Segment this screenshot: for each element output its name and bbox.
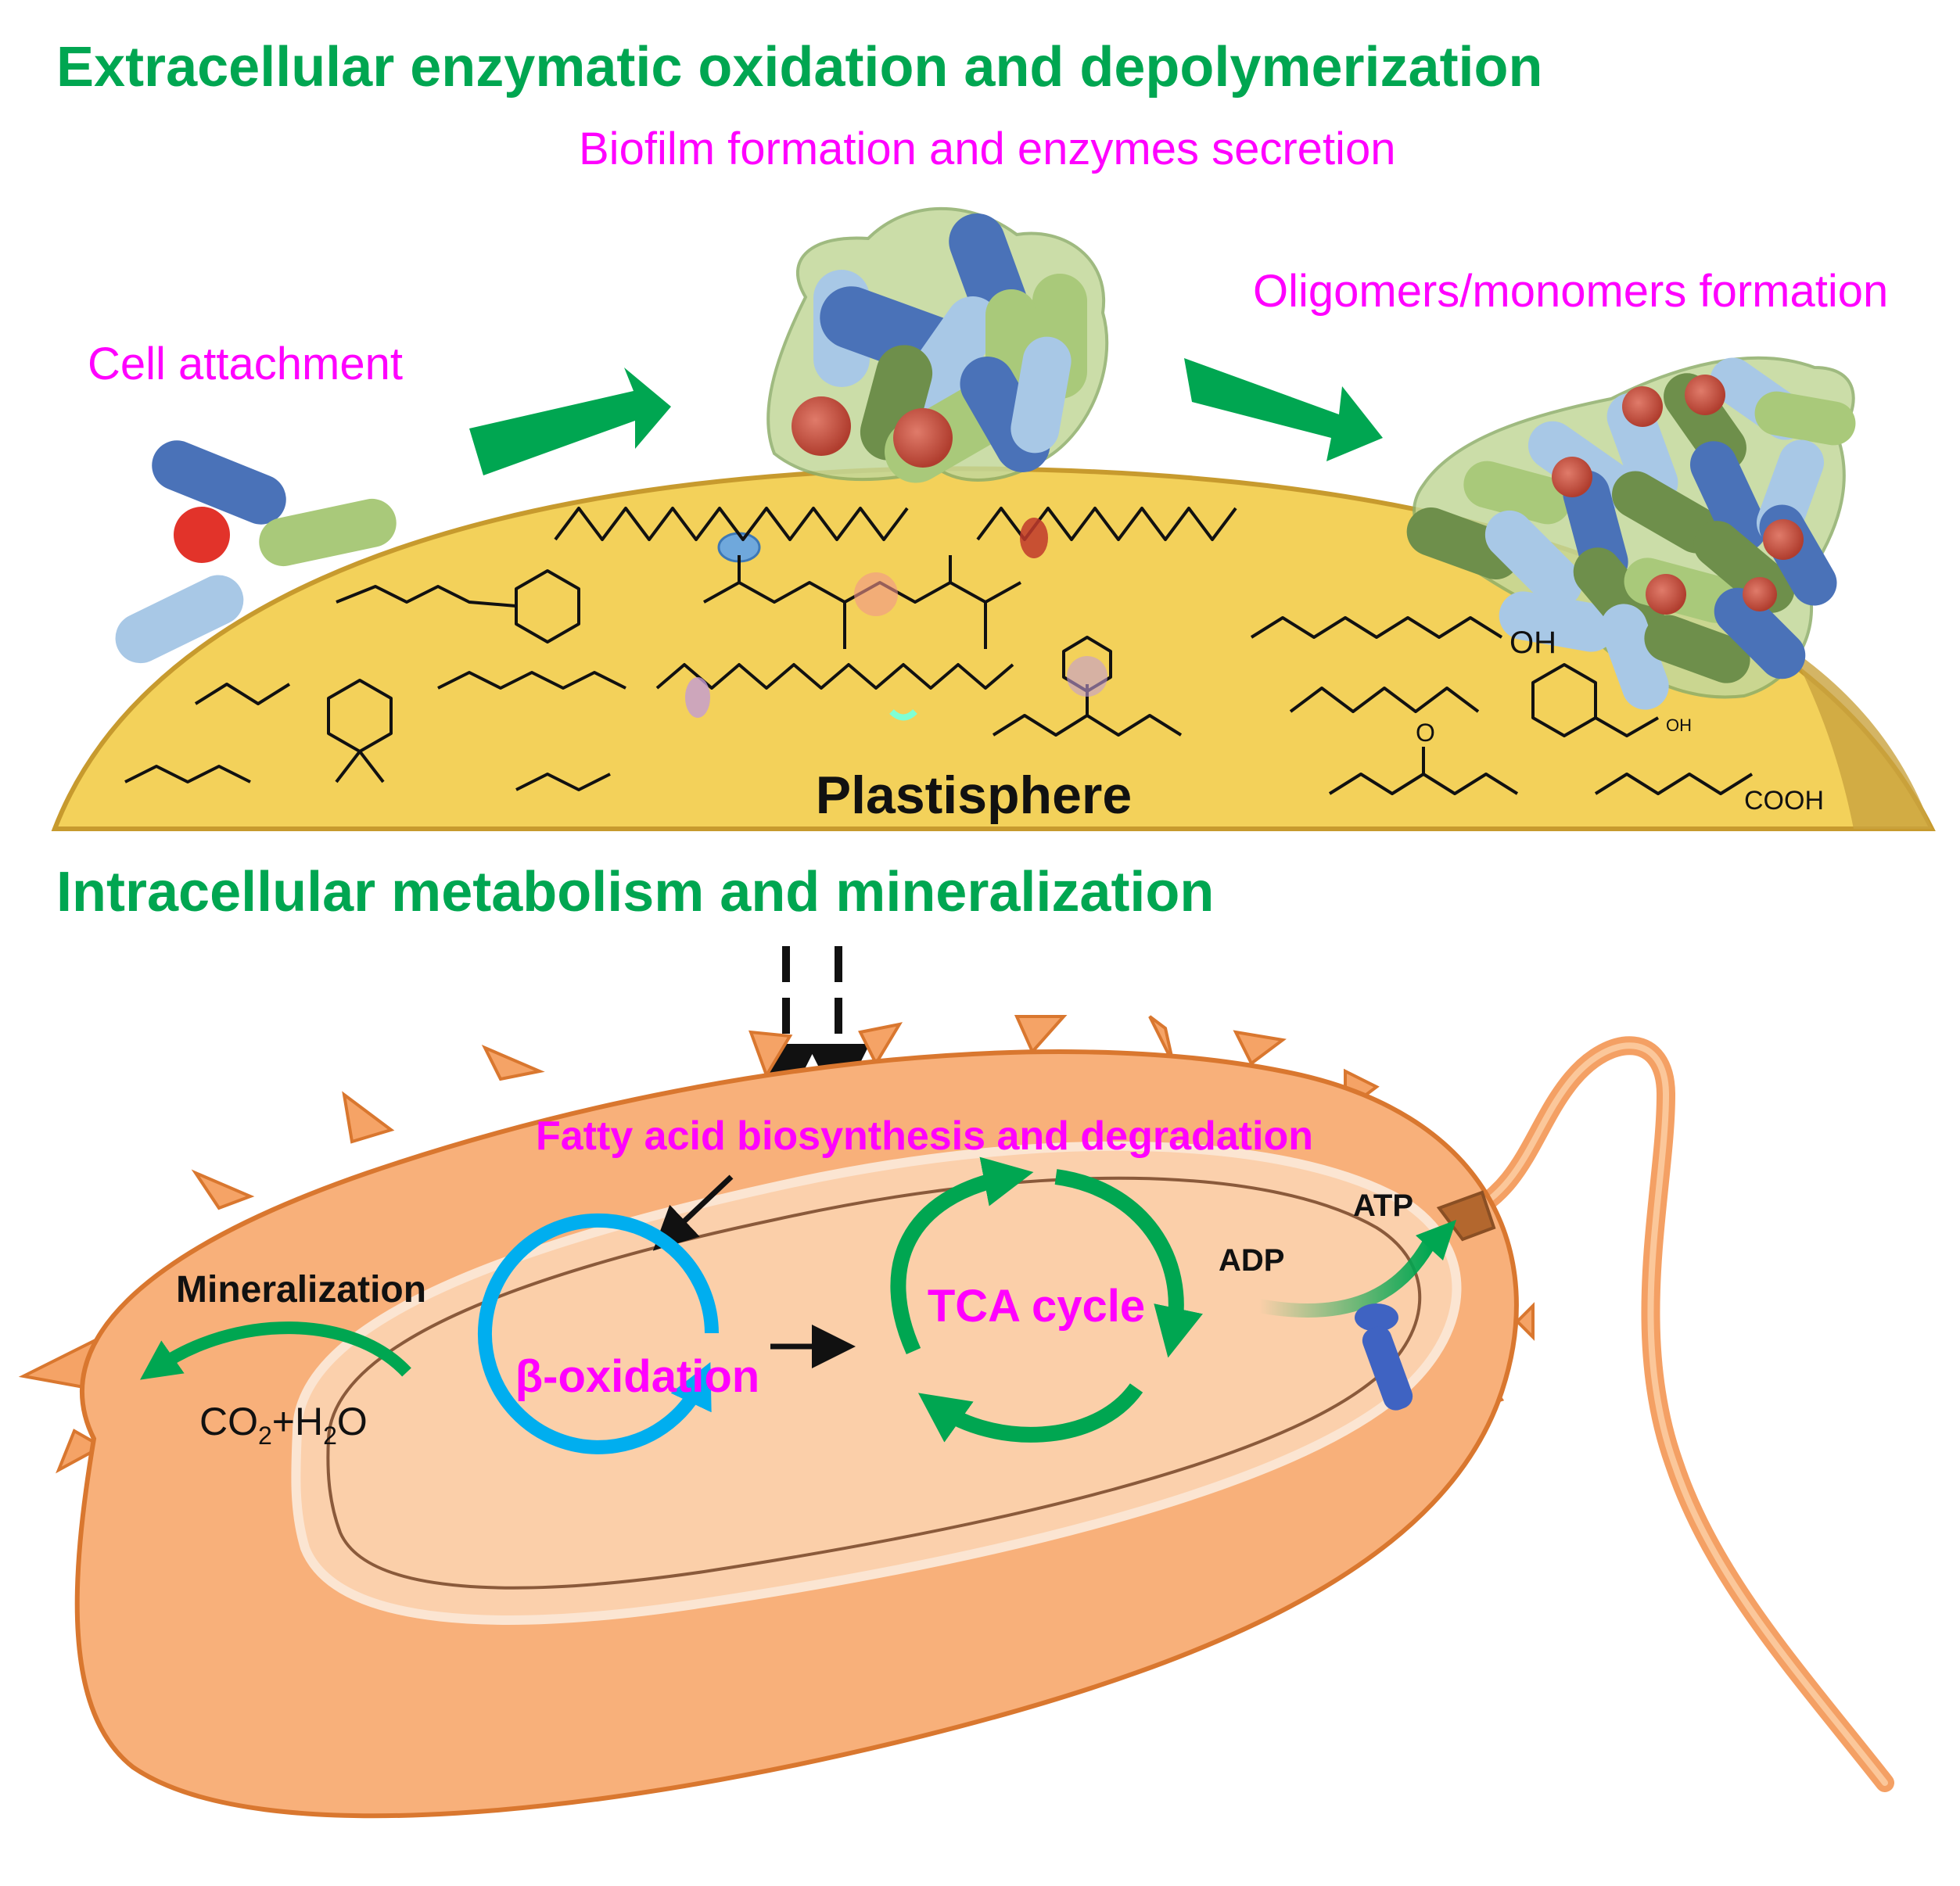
plastisphere-label: Plastisphere [816, 766, 1132, 825]
intracellular-title: Intracellular metabolism and mineralizat… [56, 861, 1214, 923]
chem-label-oh: OH [1509, 626, 1556, 660]
rod-bacterium-light-blue [115, 575, 244, 664]
biofilm-cluster-1 [717, 206, 1109, 563]
attachment-bacteria [115, 440, 397, 664]
chemical-structures: OH OH O COOH [124, 507, 1824, 816]
biofilm-cluster-2 [1406, 356, 1856, 710]
tca-cycle-label: TCA cycle [928, 1281, 1145, 1332]
chem-label-cooh: COOH [1744, 786, 1824, 816]
beta-oxidation-cycle [478, 1213, 719, 1454]
oligomers-step-label: Oligomers/monomers formation [1253, 266, 1888, 317]
rod-bacterium-green [259, 498, 397, 567]
extracellular-title: Extracellular enzymatic oxidation and de… [56, 36, 1543, 99]
mineralization-arrow [140, 1321, 411, 1380]
arrow-attachment-to-biofilm [469, 368, 671, 475]
tca-cycle-arrows [890, 1156, 1203, 1443]
beta-oxidation-label: β-oxidation [515, 1351, 760, 1402]
fatty-acid-arrow [652, 1174, 734, 1251]
attachment-step-label: Cell attachment [88, 339, 403, 389]
coccus-bacterium-red [174, 507, 230, 563]
transporter-channel [1362, 1326, 1413, 1411]
plastisphere-shadow [1791, 649, 1932, 829]
transporter-cap [1355, 1303, 1398, 1332]
chem-label-ketone-o: O [1416, 719, 1435, 747]
adp-label: ADP [1219, 1243, 1284, 1278]
flagellar-motor [1436, 1190, 1496, 1242]
biofilm-step-label: Biofilm formation and enzymes secretion [579, 124, 1395, 174]
chem-label-oh-small: OH [1666, 715, 1692, 735]
rod-bacterium-dark-blue [152, 440, 286, 525]
arrow-biofilm-to-oligomers [1184, 358, 1383, 461]
mineralization-label: Mineralization [176, 1269, 426, 1311]
co2-h2o-label: CO2+H2O [199, 1400, 368, 1450]
fatty-acid-label: Fatty acid biosynthesis and degradation [536, 1113, 1313, 1159]
atp-label: ATP [1353, 1189, 1413, 1223]
adp-to-atp-arrow [1258, 1235, 1438, 1318]
